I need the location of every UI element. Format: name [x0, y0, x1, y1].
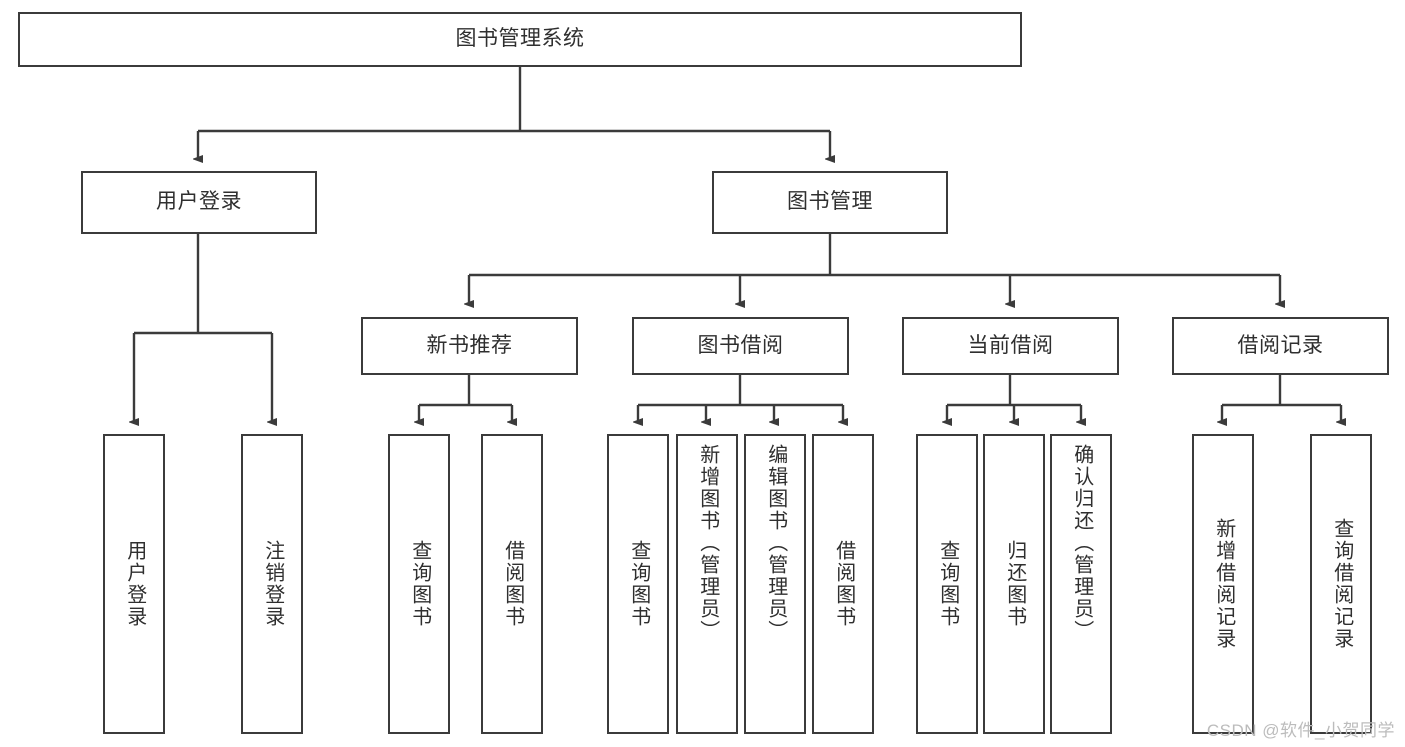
- node-leaf-confirm-return[interactable]: 确认归还（管理员）: [1050, 434, 1112, 734]
- node-leaf-query-book-1[interactable]: 查询图书: [388, 434, 450, 734]
- node-leaf-add-book[interactable]: 新增图书（管理员）: [676, 434, 738, 734]
- node-new-book-recommend-label: 新书推荐: [426, 333, 513, 357]
- node-borrow-record[interactable]: 借阅记录: [1172, 317, 1389, 375]
- node-book-manage-label: 图书管理: [787, 190, 873, 214]
- node-user-login-label: 用户登录: [156, 190, 242, 214]
- node-leaf-borrow-book-1-label: 借阅图书: [501, 540, 524, 628]
- node-leaf-logout-login[interactable]: 注销登录: [241, 434, 303, 734]
- node-leaf-confirm-return-label: 确认归还（管理员）: [1070, 444, 1093, 642]
- node-leaf-borrow-book-2-label: 借阅图书: [832, 540, 855, 628]
- node-leaf-query-book-2-label: 查询图书: [627, 540, 650, 628]
- node-leaf-edit-book-label: 编辑图书（管理员）: [764, 444, 787, 642]
- node-borrow-record-label: 借阅记录: [1237, 333, 1324, 357]
- node-book-borrow[interactable]: 图书借阅: [632, 317, 849, 375]
- node-leaf-user-login-label: 用户登录: [123, 540, 146, 628]
- node-user-login[interactable]: 用户登录: [81, 171, 317, 234]
- node-leaf-add-record[interactable]: 新增借阅记录: [1192, 434, 1254, 734]
- node-leaf-return-book[interactable]: 归还图书: [983, 434, 1045, 734]
- node-current-borrow-label: 当前借阅: [967, 333, 1054, 357]
- node-leaf-user-login[interactable]: 用户登录: [103, 434, 165, 734]
- node-leaf-borrow-book-2[interactable]: 借阅图书: [812, 434, 874, 734]
- node-leaf-query-book-1-label: 查询图书: [408, 540, 431, 628]
- node-root[interactable]: 图书管理系统: [18, 12, 1022, 67]
- node-leaf-query-book-3-label: 查询图书: [936, 540, 959, 628]
- node-book-manage[interactable]: 图书管理: [712, 171, 948, 234]
- node-book-borrow-label: 图书借阅: [697, 333, 784, 357]
- node-new-book-recommend[interactable]: 新书推荐: [361, 317, 578, 375]
- node-leaf-add-record-label: 新增借阅记录: [1212, 518, 1235, 650]
- node-root-label: 图书管理系统: [455, 27, 585, 51]
- node-current-borrow[interactable]: 当前借阅: [902, 317, 1119, 375]
- node-leaf-edit-book[interactable]: 编辑图书（管理员）: [744, 434, 806, 734]
- node-leaf-query-record[interactable]: 查询借阅记录: [1310, 434, 1372, 734]
- node-leaf-logout-login-label: 注销登录: [261, 540, 284, 628]
- node-leaf-return-book-label: 归还图书: [1003, 540, 1026, 628]
- node-leaf-query-record-label: 查询借阅记录: [1330, 518, 1353, 650]
- node-leaf-add-book-label: 新增图书（管理员）: [696, 444, 719, 642]
- node-leaf-borrow-book-1[interactable]: 借阅图书: [481, 434, 543, 734]
- node-leaf-query-book-3[interactable]: 查询图书: [916, 434, 978, 734]
- node-leaf-query-book-2[interactable]: 查询图书: [607, 434, 669, 734]
